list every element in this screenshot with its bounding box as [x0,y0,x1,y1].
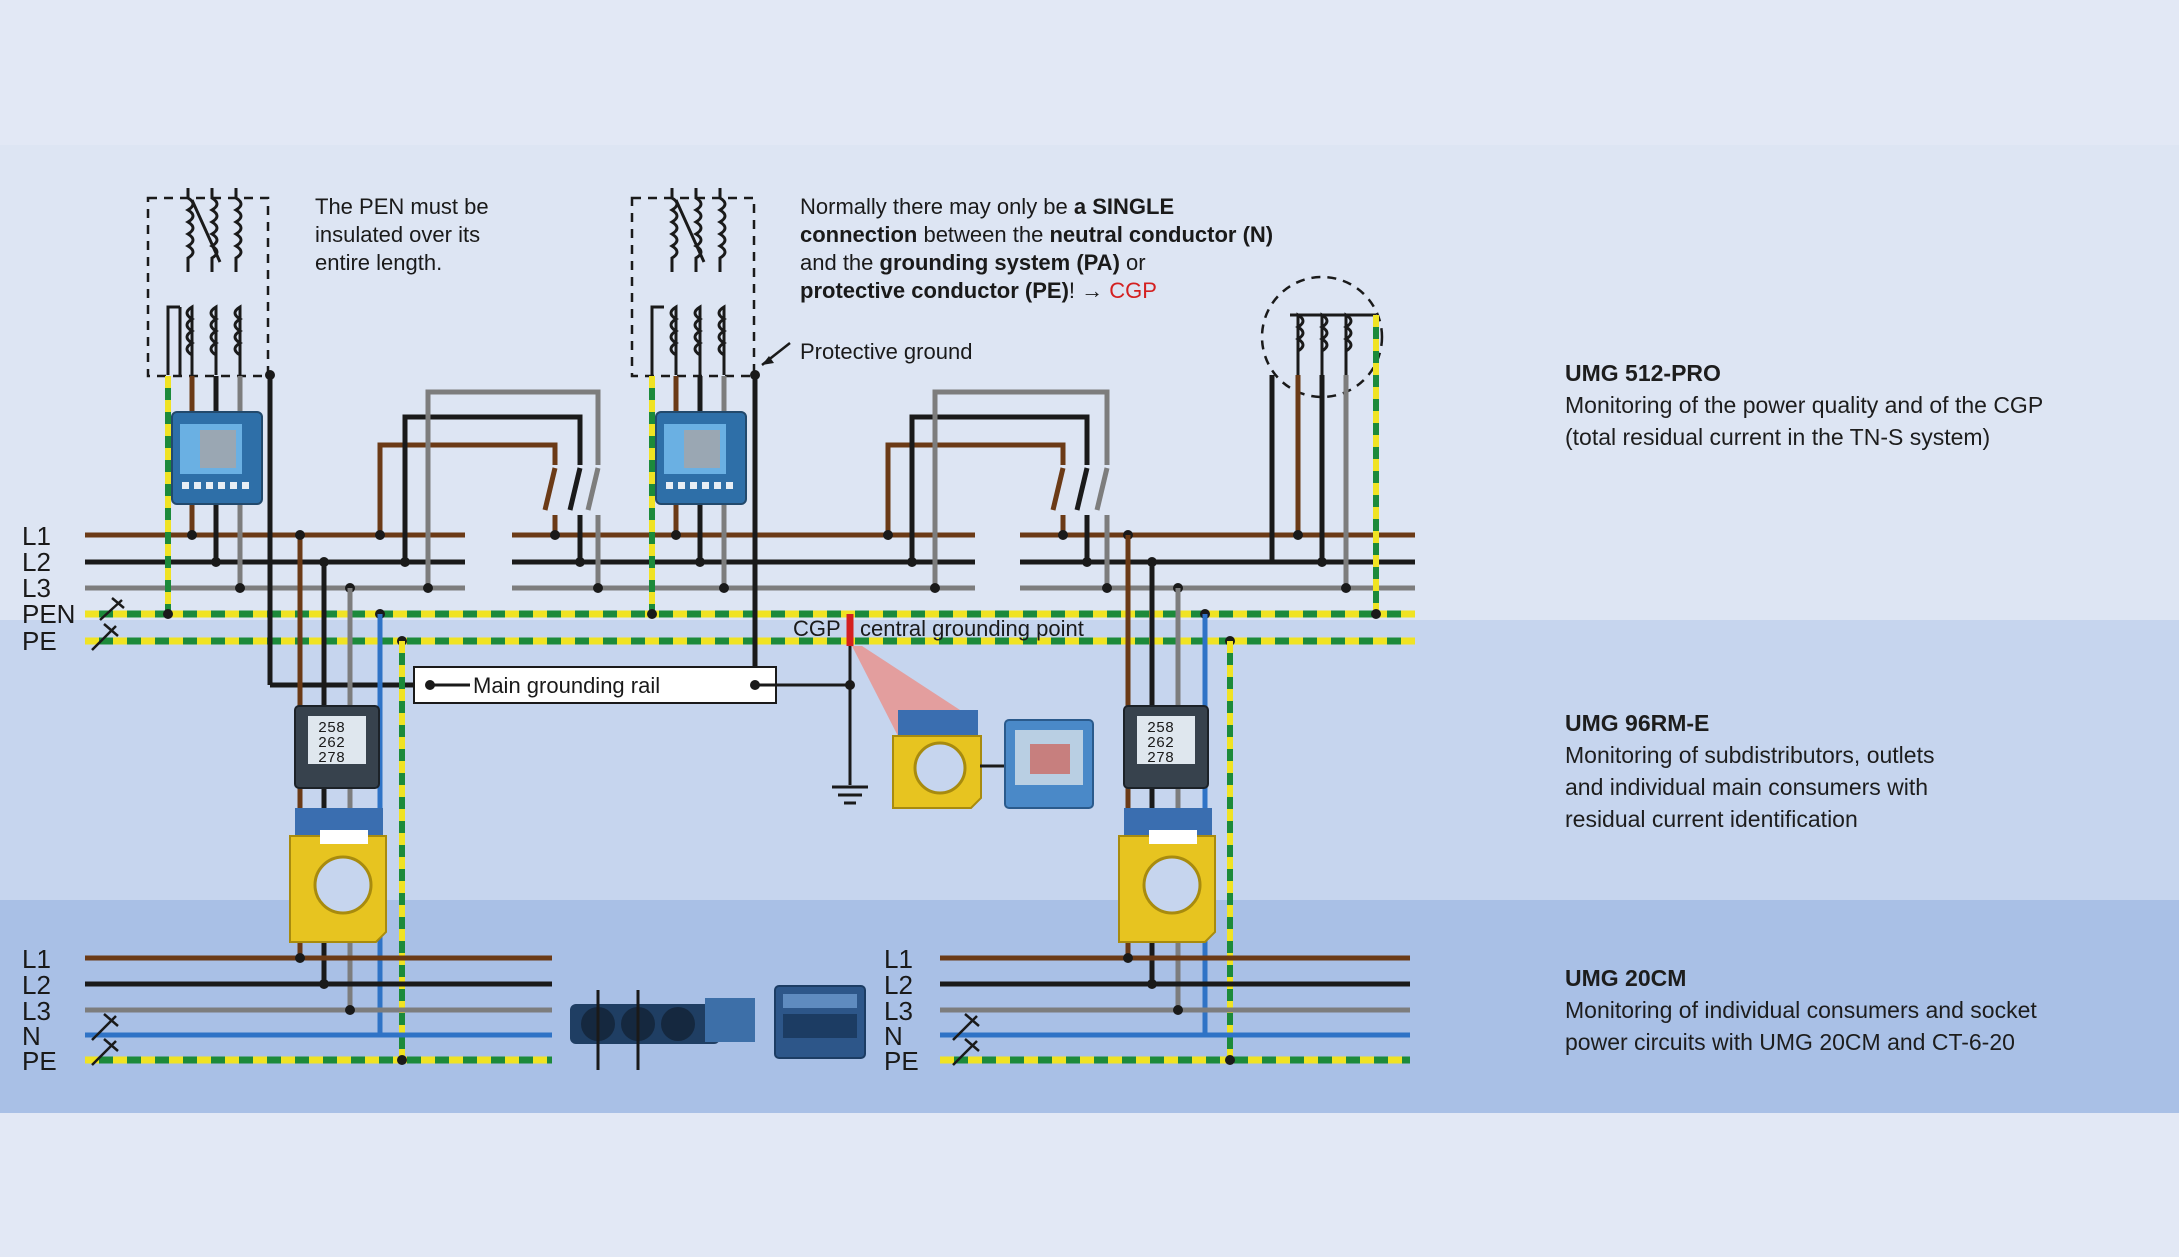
section-line: and individual main consumers with [1565,774,1929,800]
cgp-label: CGP [793,616,841,641]
bus-label-l3: L3 [22,573,51,603]
section-umg20: UMG 20CM Monitoring of individual consum… [1565,962,2165,1058]
section-line: Monitoring of the power quality and of t… [1565,392,2044,418]
bus-label-l2: L2 [22,970,51,1000]
single-note-cgp: CGP [1109,278,1157,303]
main-grounding-rail [413,666,777,704]
bus-label-l3: L3 [22,996,51,1026]
bus-label-pen: PEN [22,599,75,629]
meter-reading: 278 [318,750,345,767]
section-title: UMG 20CM [1565,965,1687,991]
single-note-line: protective conductor (PE)! → CGP [800,278,1157,303]
section-umg512: UMG 512-PRO Monitoring of the power qual… [1565,357,2165,453]
pen-note-line: insulated over its [315,222,480,247]
single-note-text: ! → [1069,278,1109,303]
meter-icon [171,411,263,505]
single-note-text: Normally there may only be [800,194,1074,219]
bus-label-l1: L1 [22,944,51,974]
junction-dots-bottom [295,953,1235,1065]
meter-reading: 262 [318,735,345,752]
bus-label-pe: PE [22,626,57,656]
pe-verticals [399,641,1233,1060]
meter-icon: 258 262 278 [294,705,380,789]
current-transformer-icon [892,710,982,809]
single-note-line: and the grounding system (PA) or [800,250,1146,275]
single-note-bold: connection [800,222,917,247]
bottom-busbars-left [85,955,552,1064]
single-note-text: or [1120,250,1146,275]
switch-icon [885,389,1110,588]
meter-reading: 278 [1147,750,1174,767]
section-title: UMG 96RM-E [1565,710,1710,736]
main-grounding-rail-label: Main grounding rail [473,673,660,698]
bus-label-l2: L2 [884,970,913,1000]
meter-reading: 262 [1147,735,1174,752]
single-note-bold: neutral conductor (N) [1049,222,1273,247]
insulator-marks [91,597,980,1066]
bus-label-l1: L1 [22,521,51,551]
section-line: Monitoring of individual consumers and s… [1565,997,2037,1023]
single-note-text: and the [800,250,880,275]
band-top [0,0,2179,145]
section-title: UMG 512-PRO [1565,360,1721,386]
t3-drops [1269,315,1379,614]
meter-icon: 258 262 278 [1123,705,1209,789]
bus-label-n: N [22,1021,41,1051]
single-note-bold: grounding system (PA) [880,250,1120,275]
band-bottom [0,1113,2179,1257]
single-note-text: between the [917,222,1049,247]
single-note-bold: protective conductor (PE) [800,278,1069,303]
protective-ground-label: Protective ground [800,339,972,364]
current-transformer-icon [289,808,387,943]
bus-label-l1: L1 [884,944,913,974]
current-transformer-icon [1118,808,1216,943]
bus-label-l2: L2 [22,547,51,577]
section-line: residual current identification [1565,806,1858,832]
meter-reading: 258 [1147,720,1174,737]
bus-label-pe: PE [884,1046,919,1076]
transformer-icon [1260,275,1384,399]
transformer-icon [630,188,756,378]
meter-icon [1004,719,1094,809]
section-line: power circuits with UMG 20CM and CT-6-20 [1565,1029,2015,1055]
bus-label-l3: L3 [884,996,913,1026]
pen-note-line: The PEN must be [315,194,489,219]
single-note-line: Normally there may only be a SINGLE [800,194,1174,219]
single-note-bold: a SINGLE [1074,194,1174,219]
pen-note-line: entire length. [315,250,442,275]
transformer-icon [146,188,270,378]
section-line: (total residual current in the TN-S syst… [1565,424,1991,450]
switch-icon [377,389,601,588]
meter-icon [655,411,747,505]
bus-label-n: N [884,1021,903,1051]
bus-label-pe: PE [22,1046,57,1076]
meter-icon [774,985,866,1059]
meter-reading: 258 [318,720,345,737]
section-line: Monitoring of subdistributors, outlets [1565,742,1935,768]
section-umg96: UMG 96RM-E Monitoring of subdistributors… [1565,707,2165,835]
ground-icon [832,785,868,805]
single-note-line: connection between the neutral conductor… [800,222,1273,247]
ct-6-20-icon [570,990,755,1070]
cgp-description: central grounding point [860,616,1084,641]
pen-pe-busbars [85,610,1415,645]
